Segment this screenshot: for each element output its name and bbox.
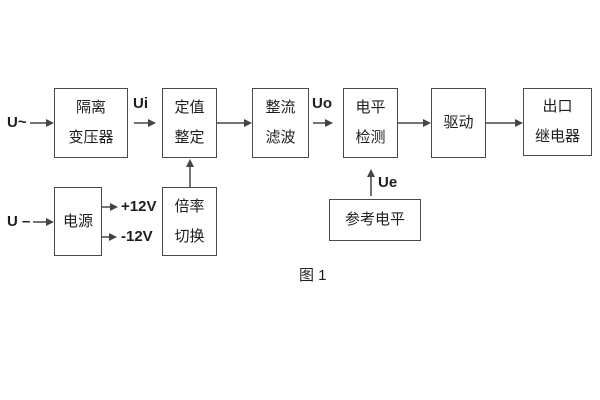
block-text: 参考电平	[344, 211, 405, 228]
block-text: 出口	[542, 98, 573, 115]
label-minus-12v: -12V	[121, 228, 153, 245]
block-text: 驱动	[443, 114, 474, 131]
block-text: 隔离	[75, 99, 106, 116]
block-driver: 驱动	[431, 88, 486, 158]
label-ui: Ui	[133, 95, 148, 112]
block-ratio-switch: 倍率 切换	[162, 187, 217, 256]
block-text: 整流	[265, 99, 296, 116]
label-ue: Ue	[378, 174, 398, 191]
block-rectify-filter: 整流 滤波	[252, 88, 309, 158]
block-text: 检测	[355, 129, 386, 146]
block-text: 滤波	[265, 129, 296, 146]
block-setpoint-adjust: 定值 整定	[162, 88, 217, 158]
label-uo: Uo	[312, 95, 332, 112]
block-text: 电源	[62, 212, 93, 230]
block-text: 倍率	[174, 197, 205, 215]
label-plus-12v: +12V	[121, 198, 157, 215]
block-text: 电平	[355, 99, 386, 116]
block-text: 变压器	[68, 129, 114, 146]
block-reference-level: 参考电平	[329, 199, 421, 241]
block-text: 继电器	[534, 128, 580, 145]
block-text: 切换	[174, 227, 205, 245]
block-text: 整定	[174, 129, 205, 146]
block-text: 定值	[174, 99, 205, 116]
block-power-supply: 电源	[54, 187, 102, 256]
block-isolation-transformer: 隔离 变压器	[54, 88, 128, 158]
block-level-detect: 电平 检测	[343, 88, 398, 158]
label-ac-input: U~	[7, 114, 27, 131]
figure-caption: 图 1	[299, 267, 327, 284]
label-dc-input: U –	[7, 213, 31, 230]
block-output-relay: 出口 继电器	[523, 88, 592, 156]
